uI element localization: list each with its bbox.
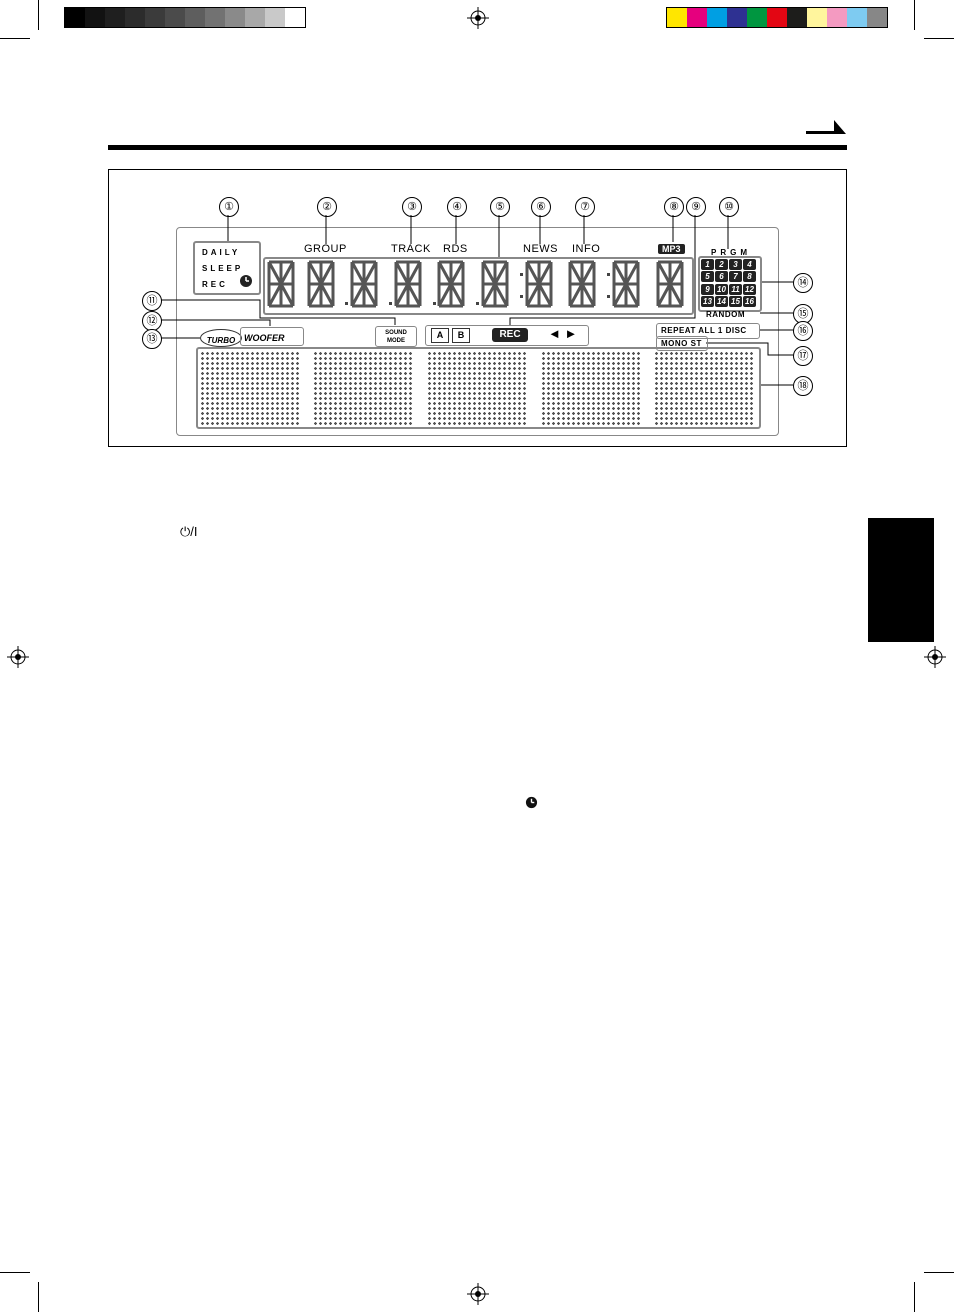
dot-matrix-block-3: [427, 351, 527, 425]
deck-b-indicator: B: [452, 328, 470, 343]
info-indicator: INFO: [572, 243, 600, 255]
registration-mark-icon: [7, 646, 29, 668]
woofer-label: WOOFER: [241, 333, 285, 343]
segment-digit: [658, 262, 682, 306]
program-number-cell: 12: [743, 284, 756, 295]
rec-indicator: REC: [492, 328, 528, 342]
clock-symbol-icon: [525, 796, 538, 809]
dot-matrix-block-2: [313, 351, 413, 425]
tape-direction-indicator: ◄ ►: [548, 326, 577, 341]
segment-digit: [614, 262, 638, 306]
program-number-cell: 14: [715, 296, 728, 307]
program-number-cell: 1: [701, 259, 714, 270]
segment-digit: [269, 262, 293, 306]
program-number-cell: 16: [743, 296, 756, 307]
dot-matrix-block-1: [200, 351, 300, 425]
segment-colon: [520, 295, 523, 298]
program-number-cell: 13: [701, 296, 714, 307]
daily-indicator: DAILY: [202, 248, 240, 257]
segment-colon: [607, 273, 610, 276]
language-side-tab: [868, 518, 934, 642]
mp3-indicator: MP3: [658, 244, 685, 254]
rec-timer-indicator: REC: [202, 280, 228, 289]
program-number-cell: 4: [743, 259, 756, 270]
program-number-cell: 15: [729, 296, 742, 307]
sound-label: SOUND: [376, 329, 416, 337]
program-number-cell: 7: [729, 271, 742, 282]
turbo-label: TURBO: [207, 336, 235, 345]
program-number-cell: 10: [715, 284, 728, 295]
segment-digit: [527, 262, 551, 306]
program-number-cell: 11: [729, 284, 742, 295]
crop-mark: [0, 1272, 30, 1273]
segment-digits: [263, 257, 690, 311]
registration-mark-icon: [924, 646, 946, 668]
segment-colon: [520, 273, 523, 276]
mode-label: MODE: [376, 337, 416, 345]
crop-mark: [38, 1282, 39, 1312]
segment-digit: [439, 262, 463, 306]
dot-matrix-block-4: [541, 351, 641, 425]
segment-dot: [476, 302, 479, 305]
sound-mode-indicator: SOUND MODE: [375, 326, 417, 347]
program-number-cell: 9: [701, 284, 714, 295]
segment-dot: [345, 302, 348, 305]
program-number-cell: 2: [715, 259, 728, 270]
registration-mark-icon: [467, 1283, 489, 1305]
random-indicator: RANDOM: [706, 310, 745, 319]
sleep-indicator: SLEEP: [202, 264, 243, 273]
program-number-cell: 5: [701, 271, 714, 282]
woofer-indicator-box: WOOFER: [240, 327, 304, 346]
segment-digit: [396, 262, 420, 306]
news-indicator: NEWS: [523, 243, 558, 255]
clock-icon: [239, 274, 253, 288]
turbo-indicator: TURBO: [200, 329, 242, 347]
program-number-cell: 6: [715, 271, 728, 282]
power-standby-symbol: ⏻/I: [180, 524, 198, 540]
crop-mark: [924, 1272, 954, 1273]
program-number-cell: 3: [729, 259, 742, 270]
segment-dot: [433, 302, 436, 305]
segment-digit: [309, 262, 333, 306]
crop-mark: [914, 1282, 915, 1312]
dot-matrix-block-5: [654, 351, 754, 425]
segment-dot: [389, 302, 392, 305]
segment-digit: [483, 262, 507, 306]
group-indicator: GROUP: [304, 243, 347, 255]
repeat-indicator: REPEAT ALL 1 DISC: [661, 326, 747, 335]
deck-a-indicator: A: [431, 328, 449, 343]
program-number-cell: 8: [743, 271, 756, 282]
segment-digit: [352, 262, 376, 306]
track-indicator: TRACK: [391, 243, 431, 255]
segment-digit: [570, 262, 594, 306]
rds-indicator: RDS: [443, 243, 468, 255]
segment-colon: [607, 295, 610, 298]
